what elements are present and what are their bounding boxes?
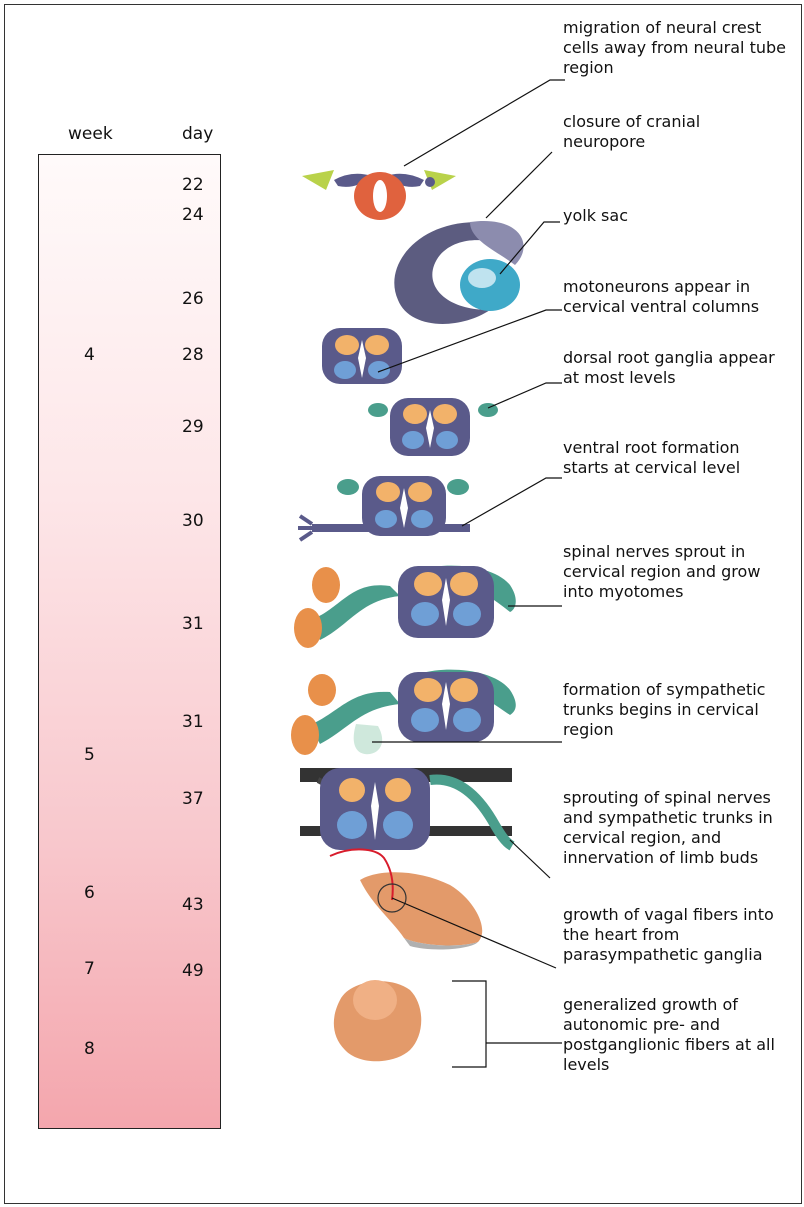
- annotation-spinal-nerves-sprout: spinal nerves sprout in cervical region …: [563, 542, 760, 602]
- annotation-dorsal-root-ganglia: dorsal root ganglia appear at most level…: [563, 348, 775, 388]
- annotation-neural-crest-migration: migration of neural crest cells away fro…: [563, 18, 786, 78]
- spinal-nerve-sprout-illustration: [294, 566, 516, 648]
- ventral-root-illustration: [298, 476, 470, 540]
- annotation-sympathetic-trunks: formation of sympathetic trunks begins i…: [563, 680, 765, 740]
- annotation-autonomic-growth: generalized growth of autonomic pre- and…: [563, 995, 775, 1075]
- annotation-yolk-sac: yolk sac: [563, 206, 628, 226]
- limb-bud-innervation-illustration: [300, 768, 512, 850]
- fetus-illustration: [334, 980, 421, 1061]
- ventral-column-section-illustration: [322, 328, 402, 384]
- vagal-fiber-embryo-illustration: [330, 849, 482, 949]
- annotation-ventral-root: ventral root formation starts at cervica…: [563, 438, 740, 478]
- neural-crest-migration-illustration: [302, 170, 456, 220]
- cranial-neuropore-embryo-illustration: [394, 221, 523, 324]
- annotation-motoneurons: motoneurons appear in cervical ventral c…: [563, 277, 759, 317]
- annotation-vagal-fibers: growth of vagal fibers into the heart fr…: [563, 905, 774, 965]
- annotation-cranial-neuropore: closure of cranial neuropore: [563, 112, 700, 152]
- dorsal-root-ganglia-illustration: [368, 398, 498, 456]
- annotation-limb-bud-innervation: sprouting of spinal nerves and sympathet…: [563, 788, 773, 868]
